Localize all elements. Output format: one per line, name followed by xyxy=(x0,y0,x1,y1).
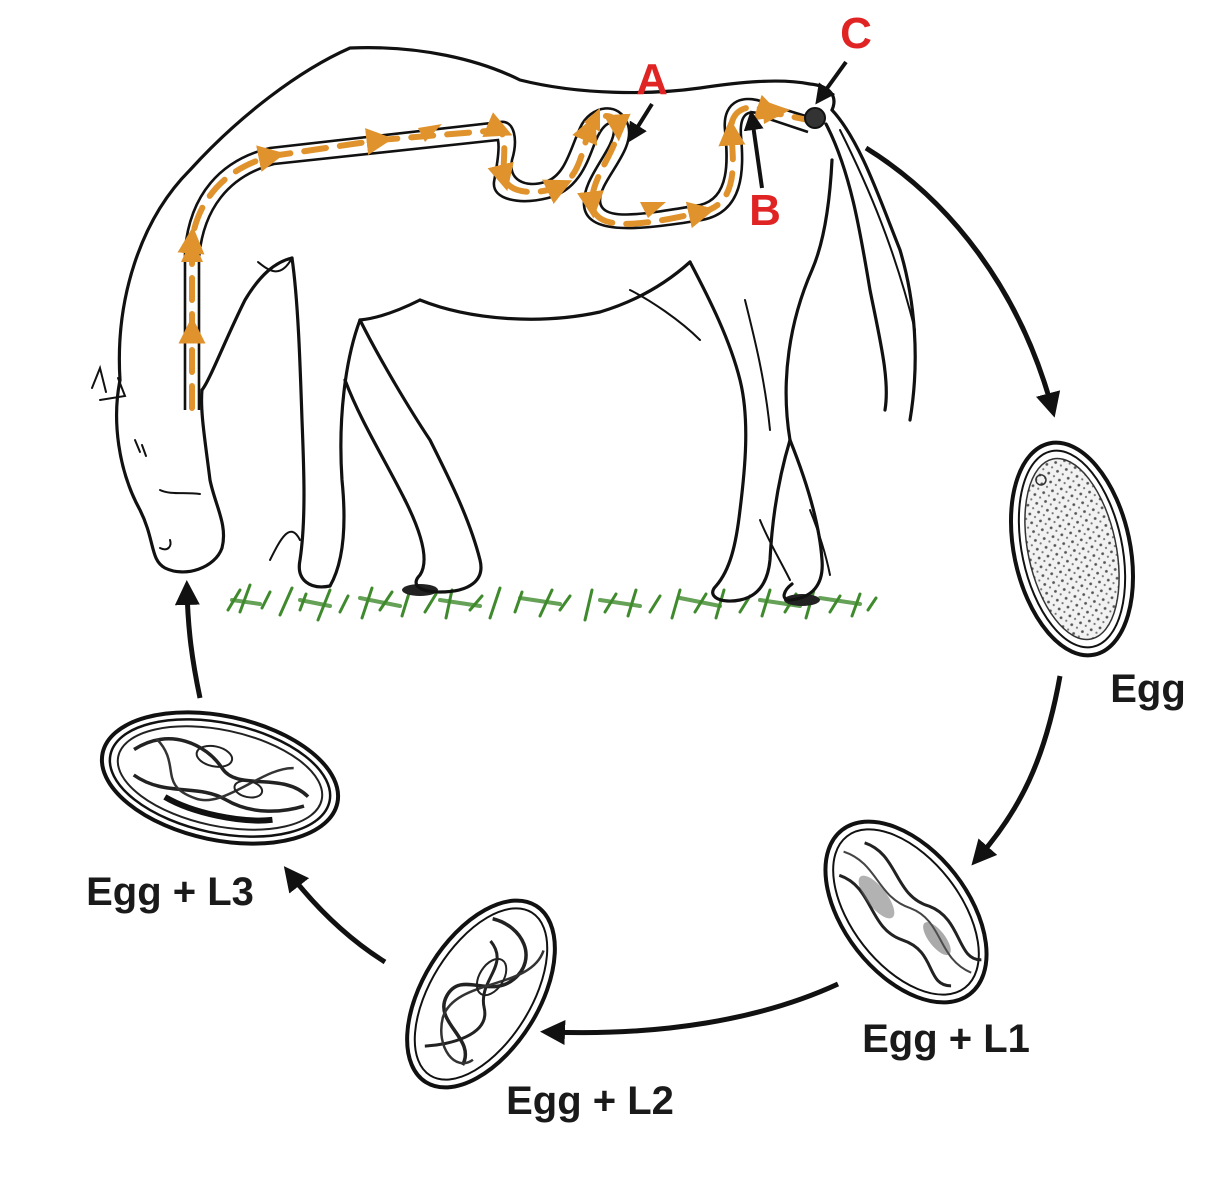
site-label-c: C xyxy=(840,9,872,58)
anus-node xyxy=(804,107,826,129)
migration-arrowheads xyxy=(181,100,790,262)
site-marker-b: B xyxy=(743,110,781,235)
stage-label-egg: Egg xyxy=(1110,667,1186,711)
arrow-l3-to-host xyxy=(174,580,203,699)
arrow-l2-to-l3 xyxy=(283,866,387,965)
egg-undeveloped xyxy=(1008,440,1136,658)
arrow-l1-to-l2 xyxy=(540,981,840,1046)
grass-strip xyxy=(226,583,878,622)
stage-label-egg-l2: Egg + L2 xyxy=(506,1079,674,1123)
egg-l3 xyxy=(99,710,341,846)
site-label-a: A xyxy=(636,55,668,104)
arrow-egg-to-l1 xyxy=(971,675,1063,866)
hoof-shadows xyxy=(402,584,820,606)
site-label-b: B xyxy=(749,186,781,235)
site-marker-c: C xyxy=(815,9,872,105)
arrow-host-to-egg xyxy=(864,145,1061,418)
stage-label-egg-l1: Egg + L1 xyxy=(862,1017,1030,1061)
intestinal-tract xyxy=(183,97,813,410)
egg-l1 xyxy=(823,819,989,1005)
larval-migration-path xyxy=(177,94,811,411)
egg-l2 xyxy=(405,898,557,1090)
stage-label-egg-l3: Egg + L3 xyxy=(86,870,254,914)
cycle-arrows xyxy=(174,145,1063,1046)
site-marker-a: A xyxy=(627,55,668,143)
